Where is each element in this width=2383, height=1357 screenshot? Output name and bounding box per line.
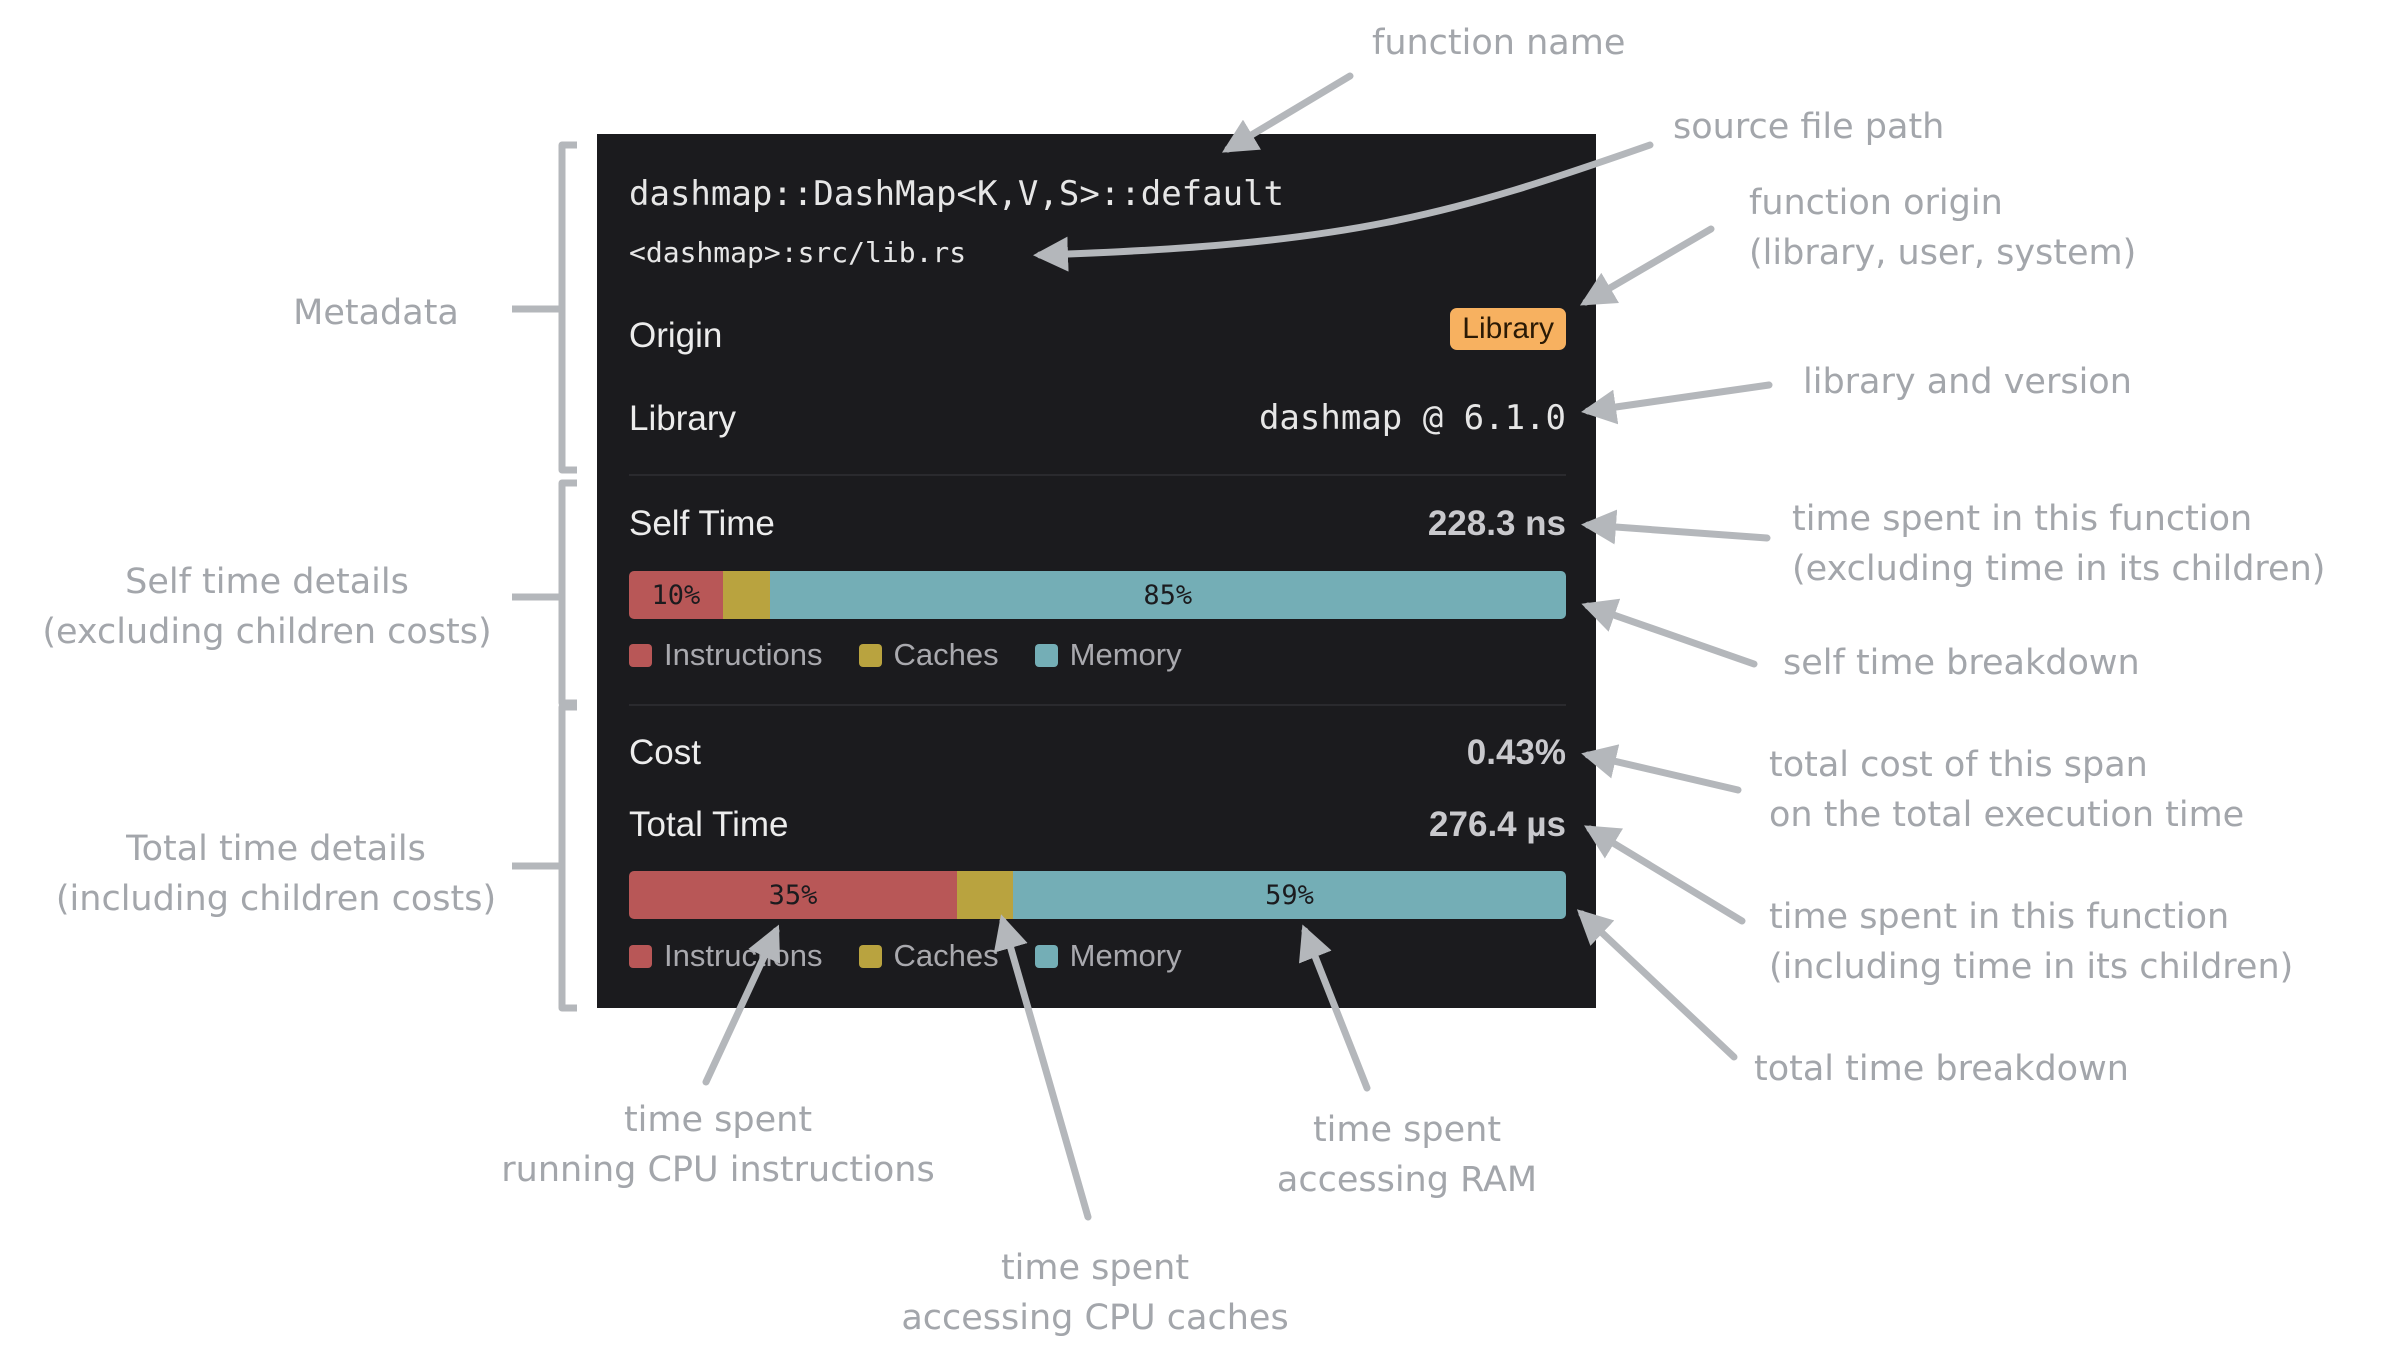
self-instructions-segment: 10% — [629, 571, 723, 619]
annotation-line: (library, user, system) — [1749, 233, 2137, 273]
annotation-self-breakdown: self time breakdown — [1783, 643, 2140, 683]
annotation-line: time spent — [1000, 1248, 1190, 1288]
self-time-label: Self Time — [629, 504, 775, 543]
annotation-self-details: Self time details (excluding children cos… — [42, 557, 491, 657]
annotation-line: time spent in this function — [1769, 897, 2230, 937]
arrow-total-time — [1584, 825, 1746, 925]
memory-swatch — [1034, 944, 1058, 968]
divider — [629, 474, 1566, 476]
divider — [629, 704, 1566, 706]
annotation-line: running CPU instructions — [501, 1150, 935, 1190]
legend-item: Caches — [858, 637, 999, 673]
total-time-bar: 35% 59% — [629, 871, 1566, 919]
source-file-path: <dashmap>:src/lib.rs — [629, 236, 967, 269]
legend-label: Memory — [1069, 938, 1182, 973]
arrow-total-breakdown — [1576, 909, 1738, 1061]
arrow-cost — [1581, 744, 1742, 794]
bracket-total-time — [512, 703, 577, 1012]
legend-item: Caches — [858, 938, 999, 974]
arrow-origin — [1579, 225, 1715, 306]
annotation-line: on the total execution time — [1769, 795, 2245, 835]
legend-label: Caches — [893, 938, 999, 973]
annotation-cost: total cost of this span on the total exec… — [1769, 740, 2244, 840]
caches-swatch — [858, 944, 882, 968]
arrow-caches — [993, 914, 1092, 1221]
annotation-line: accessing CPU caches — [901, 1298, 1289, 1338]
annotation-library-version: library and version — [1803, 362, 2132, 402]
library-label: Library — [629, 399, 736, 438]
total-time-label: Total Time — [629, 805, 789, 844]
arrow-self-time — [1581, 509, 1771, 545]
self-time-value: 228.3 ns — [1427, 504, 1566, 543]
legend-item: Instructions — [629, 938, 823, 974]
annotation-source-file-path: source file path — [1673, 107, 1945, 147]
self-caches-segment — [722, 571, 770, 619]
annotation-line: time spent — [1312, 1110, 1502, 1150]
caches-swatch — [858, 643, 882, 667]
annotation-instructions: time spent running CPU instructions — [501, 1095, 934, 1195]
annotation-total-breakdown: total time breakdown — [1754, 1049, 2129, 1089]
arrow-library-version — [1581, 381, 1773, 425]
span-details-panel: dashmap::DashMap<K,V,S>::default <dashma… — [597, 134, 1596, 1008]
annotation-line: function origin — [1749, 183, 2003, 223]
annotation-total-time: time spent in this function (including ti… — [1769, 892, 2293, 992]
annotation-caches: time spent accessing CPU caches — [901, 1243, 1288, 1343]
annotation-ram: time spent accessing RAM — [1277, 1105, 1537, 1205]
self-memory-segment: 85% — [769, 571, 1566, 619]
arrow-self-breakdown — [1581, 598, 1758, 668]
library-version: dashmap @ 6.1.0 — [1258, 398, 1566, 438]
arrow-source-path — [1033, 141, 1654, 272]
arrow-instructions — [702, 924, 781, 1086]
instructions-swatch — [629, 643, 652, 667]
arrow-function-name — [1221, 72, 1354, 153]
legend-item: Memory — [1034, 938, 1182, 974]
cost-label: Cost — [629, 733, 701, 772]
annotation-function-name: function name — [1372, 23, 1626, 63]
memory-swatch — [1034, 643, 1058, 667]
annotation-function-origin: function origin (library, user, system) — [1749, 178, 2136, 278]
annotation-line: total cost of this span — [1769, 745, 2148, 785]
total-time-legend: Instructions Caches Memory — [629, 938, 1182, 974]
annotation-line: Total time details — [126, 829, 426, 869]
total-instructions-segment: 35% — [629, 871, 957, 919]
legend-label: Caches — [893, 637, 999, 672]
annotation-total-details: Total time details (including children co… — [56, 824, 496, 924]
annotation-line: time spent in this function — [1792, 499, 2253, 539]
instructions-swatch — [629, 944, 652, 968]
function-name: dashmap::DashMap<K,V,S>::default — [629, 174, 1285, 214]
total-caches-segment — [956, 871, 1014, 919]
arrow-ram — [1299, 924, 1371, 1092]
annotation-line: (including time in its children) — [1769, 947, 2294, 987]
total-time-value: 276.4 µs — [1429, 805, 1566, 844]
annotation-metadata: Metadata — [293, 293, 459, 333]
annotation-line: accessing RAM — [1276, 1160, 1538, 1200]
legend-item: Memory — [1034, 637, 1182, 673]
annotation-self-time: time spent in this function (excluding ti… — [1792, 494, 2325, 594]
annotation-line: (excluding time in its children) — [1792, 549, 2326, 589]
self-time-bar: 10% 85% — [629, 571, 1566, 619]
self-time-legend: Instructions Caches Memory — [629, 637, 1182, 673]
bracket-metadata — [512, 141, 577, 474]
cost-value: 0.43% — [1466, 733, 1566, 772]
legend-label: Instructions — [664, 637, 823, 672]
legend-item: Instructions — [629, 637, 823, 673]
annotation-line: (including children costs) — [55, 879, 497, 919]
total-memory-segment: 59% — [1013, 871, 1566, 919]
origin-badge: Library — [1450, 308, 1566, 350]
legend-label: Instructions — [664, 938, 823, 973]
annotation-line: Self time details — [125, 562, 409, 602]
annotation-line: (excluding children costs) — [42, 612, 492, 652]
legend-label: Memory — [1069, 637, 1182, 672]
bracket-self-time — [512, 479, 577, 707]
origin-label: Origin — [629, 316, 723, 355]
annotation-line: time spent — [623, 1100, 813, 1140]
